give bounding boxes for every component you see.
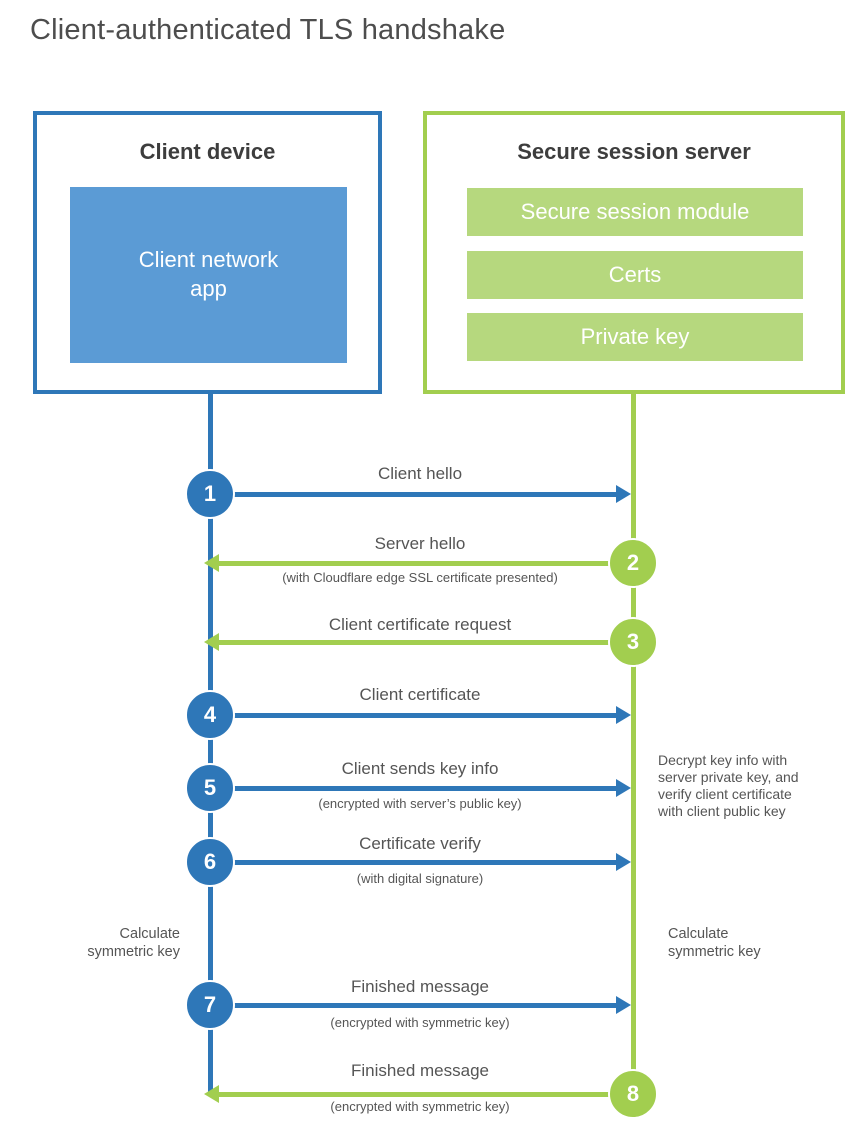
- secure-session-server-title: Secure session server: [517, 139, 751, 164]
- note-calculate-symmetric-key-client: Calculate symmetric key: [87, 926, 180, 960]
- step-8-sublabel: (encrypted with symmetric key): [330, 1099, 510, 1114]
- step-4-arrow: [234, 706, 631, 724]
- step-4-circle: 4: [185, 690, 235, 740]
- step-8-arrow-shaft: [217, 1092, 609, 1097]
- step-6-sublabel: (with digital signature): [356, 871, 484, 886]
- step-5-arrow: [234, 779, 631, 797]
- client-lifeline: [208, 394, 213, 1094]
- step-8-label: Finished message: [351, 1061, 489, 1080]
- server-module-private-key: Private key: [467, 313, 803, 361]
- step-7-sublabel: (encrypted with symmetric key): [330, 1015, 510, 1030]
- note-decrypt-key-info: Decrypt key info with server private key…: [658, 752, 799, 819]
- step-2-circle: 2: [608, 538, 658, 588]
- step-5-circle: 5: [185, 763, 235, 813]
- step-2-arrow-shaft: [217, 561, 609, 566]
- step-8-arrowhead-icon: [204, 1085, 219, 1103]
- step-6-circle: 6: [185, 837, 235, 887]
- step-8-circle: 8: [608, 1069, 658, 1119]
- step-1-arrowhead-icon: [616, 485, 631, 503]
- step-6-arrow-shaft: [234, 860, 618, 865]
- page-title: Client-authenticated TLS handshake: [30, 14, 506, 46]
- step-5-arrowhead-icon: [616, 779, 631, 797]
- client-device-box: Client device Client network app: [33, 111, 382, 394]
- step-7-circle: 7: [185, 980, 235, 1030]
- step-1-circle: 1: [185, 469, 235, 519]
- step-7-arrow-shaft: [234, 1003, 618, 1008]
- step-3-label: Client certificate request: [328, 615, 512, 634]
- server-lifeline: [631, 394, 636, 1094]
- step-7-arrowhead-icon: [616, 996, 631, 1014]
- step-4-arrow-shaft: [234, 713, 618, 718]
- step-1-arrow: [234, 485, 631, 503]
- server-module-certs: Certs: [467, 251, 803, 299]
- step-1-label: Client hello: [377, 464, 463, 483]
- note-calculate-symmetric-key-server: Calculate symmetric key: [668, 926, 761, 960]
- step-6-arrow: [234, 853, 631, 871]
- step-5-arrow-shaft: [234, 786, 618, 791]
- step-1-arrow-shaft: [234, 492, 618, 497]
- step-8-arrow: [204, 1085, 609, 1103]
- step-4-label: Client certificate: [359, 685, 481, 704]
- server-module-secure-session: Secure session module: [467, 188, 803, 236]
- step-4-arrowhead-icon: [616, 706, 631, 724]
- step-5-sublabel: (encrypted with server’s public key): [318, 796, 522, 811]
- step-3-circle: 3: [608, 617, 658, 667]
- step-5-label: Client sends key info: [341, 759, 499, 778]
- client-device-title: Client device: [139, 139, 276, 164]
- step-2-sublabel: (with Cloudflare edge SSL certificate pr…: [282, 570, 558, 585]
- step-7-arrow: [234, 996, 631, 1014]
- step-3-arrow: [204, 633, 609, 651]
- client-network-app-box: Client network app: [70, 187, 347, 363]
- step-7-label: Finished message: [351, 977, 489, 996]
- step-2-label: Server hello: [374, 534, 466, 553]
- step-6-arrowhead-icon: [616, 853, 631, 871]
- step-2-arrowhead-icon: [204, 554, 219, 572]
- step-3-arrow-shaft: [217, 640, 609, 645]
- secure-session-server-box: Secure session server Secure session mod…: [423, 111, 845, 394]
- step-3-arrowhead-icon: [204, 633, 219, 651]
- step-2-arrow: [204, 554, 609, 572]
- step-6-label: Certificate verify: [359, 834, 481, 853]
